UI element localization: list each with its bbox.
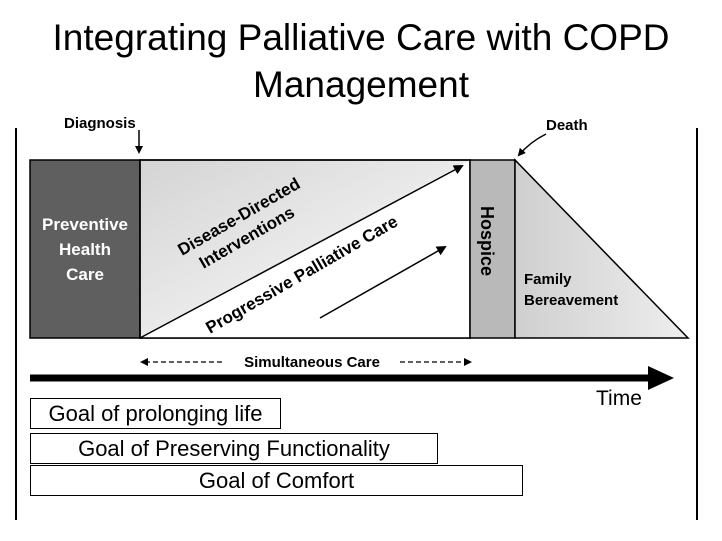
title-line-2: Management [253,64,469,105]
palliative-divider-line [139,165,464,339]
goal-preserving-functionality: Goal of Preserving Functionality [30,433,438,464]
death-label: Death [546,117,588,134]
bereavement-label-2: Bereavement [524,292,618,309]
preventive-label-3: Care [66,265,104,284]
diagnosis-label: Diagnosis [64,115,136,132]
time-axis-arrowhead [648,366,674,390]
goal-prolonging-life: Goal of prolonging life [30,398,281,429]
time-label: Time [596,387,642,410]
palliative-progress-arrow [319,246,447,319]
title-line-1: Integrating Palliative Care with COPD [52,17,670,58]
simultaneous-care-label: Simultaneous Care [244,354,380,371]
preventive-label-2: Health [59,240,111,259]
hospice-block [469,159,516,339]
preventive-care-block [29,159,141,339]
goal-comfort: Goal of Comfort [30,465,523,496]
bereavement-region [514,158,690,339]
death-arrow [517,133,547,157]
preventive-label-1: Preventive [42,215,128,234]
diagram-title: Integrating Palliative Care with COPD Ma… [0,14,722,108]
bereavement-label-1: Family [524,271,572,288]
hospice-label: Hospice [477,206,497,276]
